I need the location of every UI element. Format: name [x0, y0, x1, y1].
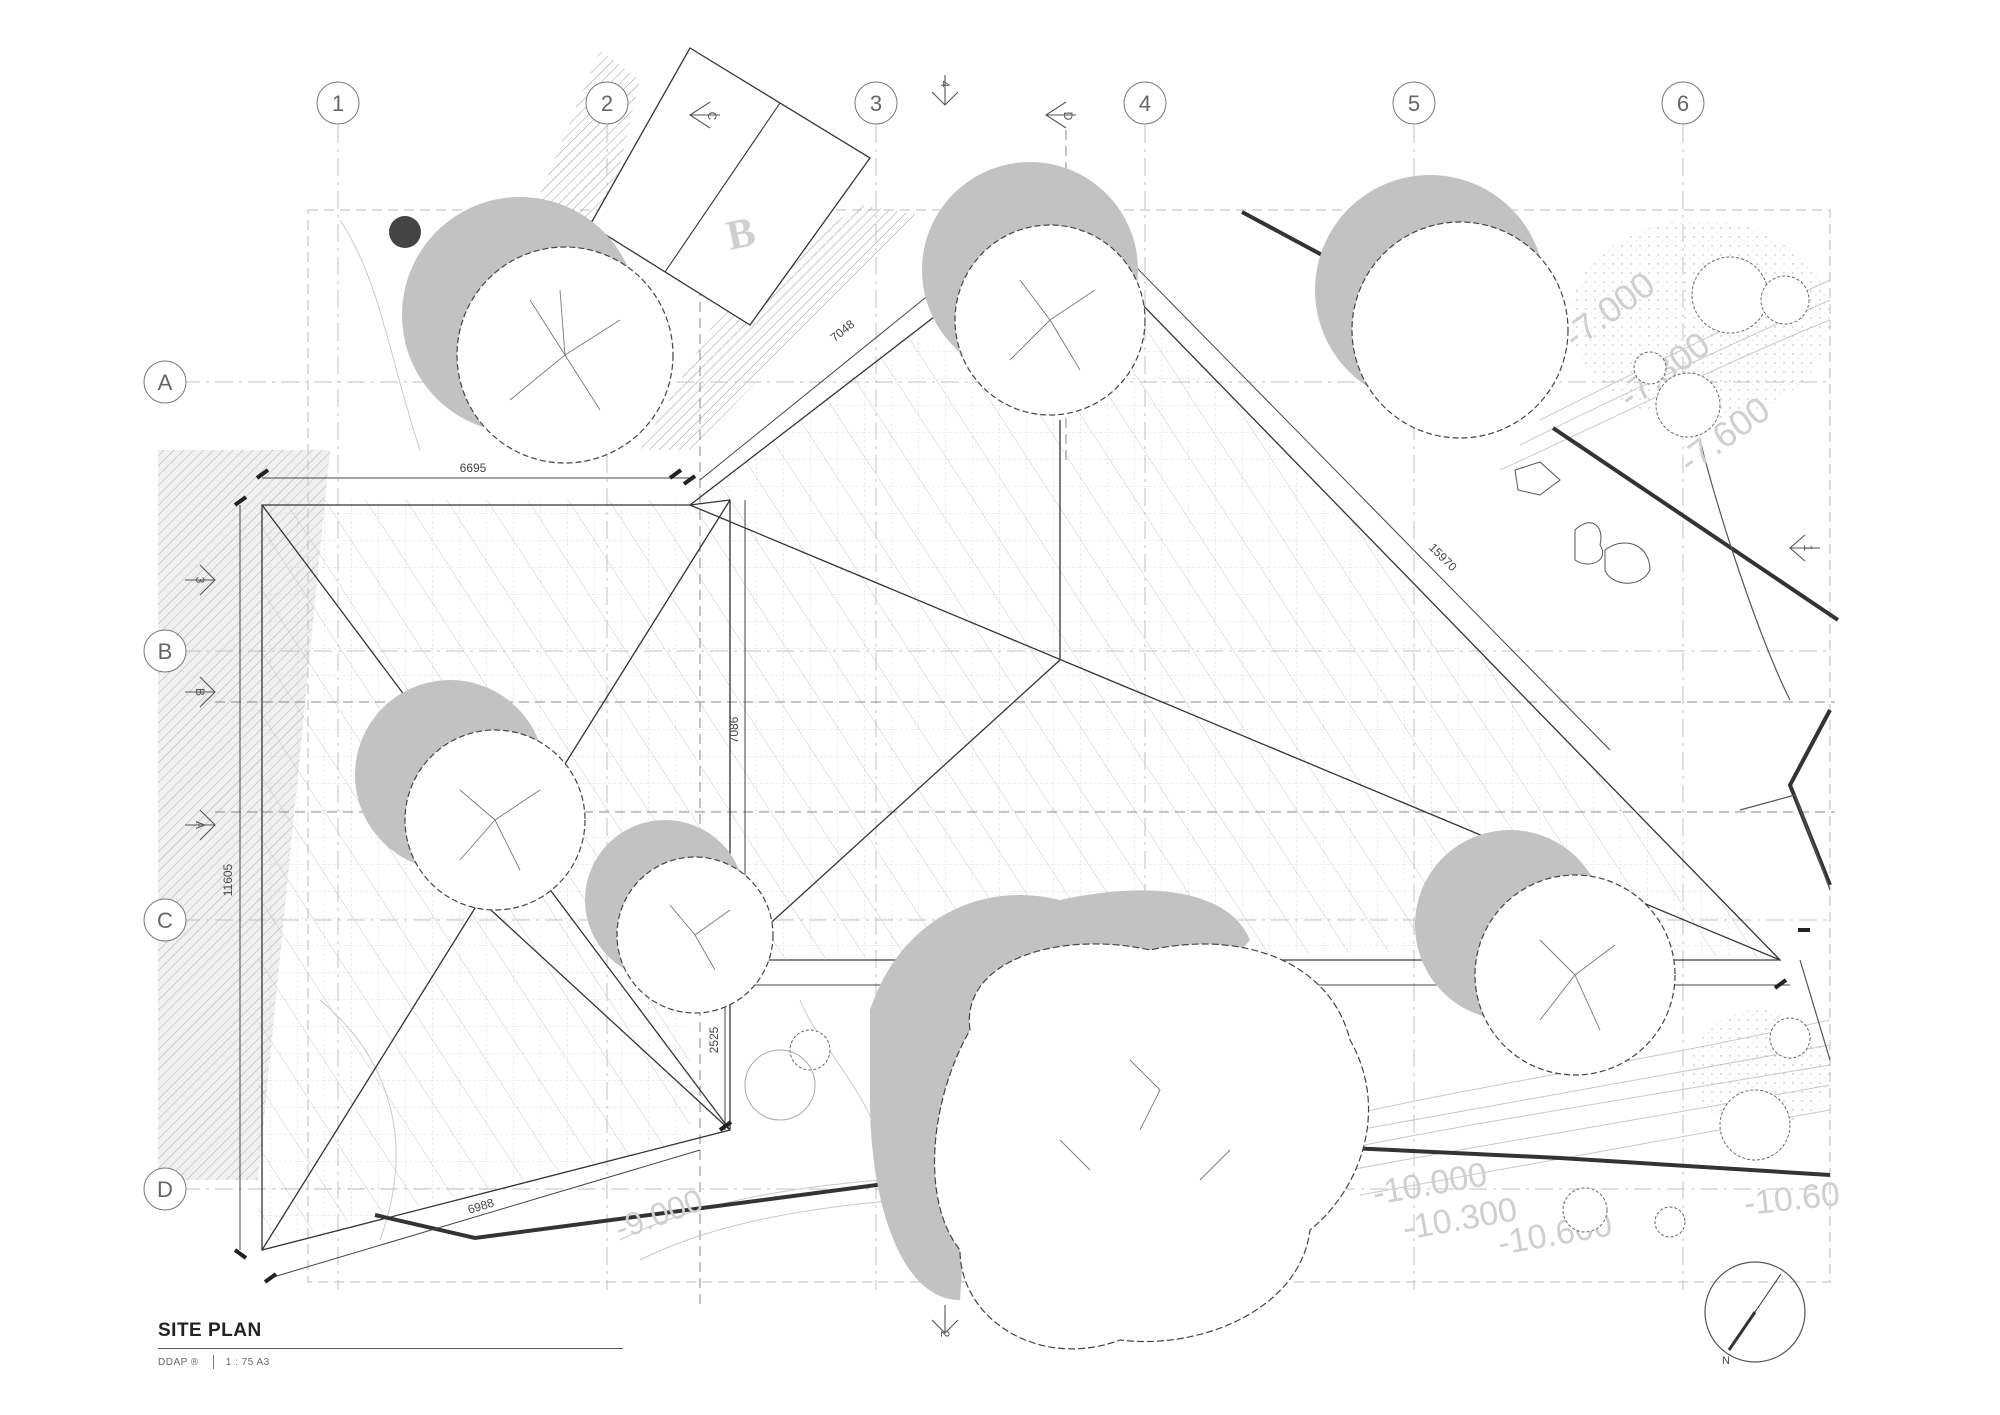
grid-label-row-a: A	[158, 370, 173, 395]
section-marker-a	[185, 809, 216, 841]
grid-bubbles	[143, 81, 1705, 1211]
section-marker-d	[1044, 101, 1076, 129]
section-label-4: 4	[938, 81, 952, 88]
section-marker-1	[1789, 534, 1820, 562]
grid-bubble-col-3	[854, 81, 898, 125]
section-label-2: 2	[938, 1331, 952, 1338]
survey-marker	[389, 216, 421, 248]
grid-bubble-row-b	[143, 629, 187, 673]
section-label-3: 3	[193, 577, 207, 584]
section-label-c: C	[705, 112, 719, 121]
shrubs	[744, 256, 1811, 1238]
title-underline	[158, 1348, 623, 1349]
tree-branches	[459, 279, 1616, 1181]
drawing-title: SITE PLAN	[158, 1320, 262, 1341]
grid-label-col-3: 3	[870, 91, 882, 116]
level-9000: -9.000	[610, 1182, 708, 1247]
grid-bubble-row-d	[143, 1167, 187, 1211]
grid-bubble-row-a	[143, 360, 187, 404]
dim-15970: 15970	[1426, 540, 1460, 574]
section-marker-c	[688, 101, 720, 129]
dim-2525: 2525	[707, 1026, 721, 1053]
grid-label-row-b: B	[158, 639, 173, 664]
north-arrow: N	[1704, 1261, 1806, 1367]
grid-bubble-labels: 1 2 3 4 5 6 A B C D	[157, 91, 1689, 1202]
title-subline: DDAP ® 1 : 75 A3	[158, 1355, 623, 1369]
grid-label-row-d: D	[157, 1177, 173, 1202]
grid-label-col-2: 2	[601, 91, 613, 116]
section-marker-4	[931, 75, 959, 106]
dim-7048: 7048	[828, 317, 858, 345]
title-separator	[212, 1355, 214, 1369]
dim-6988: 6988	[466, 1195, 496, 1216]
grid-bubble-col-1	[316, 81, 360, 125]
grid-bubble-row-c	[143, 898, 187, 942]
grid-label-col-4: 4	[1139, 91, 1151, 116]
grid-bubble-col-6	[1661, 81, 1705, 125]
grid-bubble-col-2	[585, 81, 629, 125]
section-label-b: B	[193, 688, 207, 696]
grid-label-row-c: C	[157, 908, 173, 933]
path-edges	[1699, 439, 1831, 1061]
dim-11605: 11605	[221, 863, 235, 896]
section-label-d: D	[1061, 112, 1075, 121]
drawing-scale: 1 : 75 A3	[225, 1356, 270, 1368]
section-label-a: A	[193, 821, 207, 829]
large-tree-canopy	[933, 943, 1370, 1350]
grid-label-col-5: 5	[1408, 91, 1420, 116]
grid-label-col-6: 6	[1677, 91, 1689, 116]
section-marker-2	[931, 1305, 959, 1334]
grid-bubble-col-5	[1392, 81, 1436, 125]
section-marker-b	[185, 676, 216, 708]
title-block: SITE PLAN DDAP ® 1 : 75 A3	[158, 1320, 623, 1369]
existing-building: B	[589, 47, 871, 326]
section-markers	[185, 75, 1820, 1334]
dim-6695: 6695	[460, 461, 487, 475]
section-labels: C 4 D 3 B A 1 2	[193, 81, 1815, 1338]
firm-name: DDAP ®	[158, 1356, 199, 1368]
section-label-1: 1	[1801, 545, 1815, 552]
level-10600-right: -10.60	[1742, 1175, 1842, 1223]
stones	[1514, 461, 1651, 584]
dim-7086: 7086	[727, 716, 741, 743]
grid-bubble-col-4	[1123, 81, 1167, 125]
section-marker-3	[185, 564, 216, 596]
grid-label-col-1: 1	[332, 91, 344, 116]
north-label: N	[1722, 1355, 1730, 1367]
tree-canopy	[1351, 221, 1569, 439]
